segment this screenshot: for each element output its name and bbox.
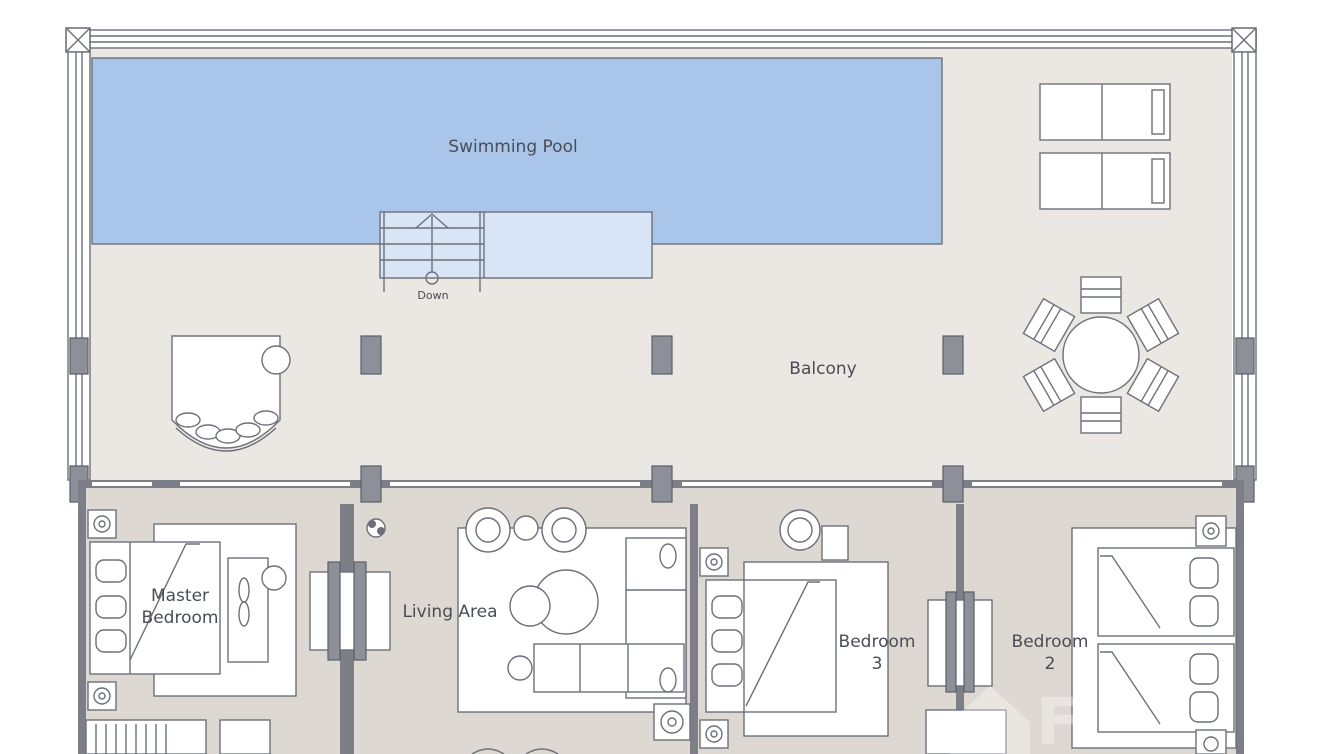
master-bedroom-label-line1: Master <box>151 586 209 606</box>
master-bedroom-label-line2: Bedroom <box>142 608 219 628</box>
nightstand <box>699 719 729 749</box>
bedroom-2-label-line1: Bedroom <box>1012 632 1089 652</box>
nightstand <box>1195 515 1227 547</box>
left-railing <box>67 51 91 503</box>
balcony-column <box>360 335 382 375</box>
coffee-table <box>507 569 599 681</box>
wall <box>78 488 86 754</box>
nightstand <box>1195 729 1227 754</box>
balcony-column <box>942 335 964 375</box>
watermark-logo: F <box>950 686 1080 754</box>
pool-steps <box>379 211 653 292</box>
bedroom-2-bed <box>1071 527 1237 749</box>
dining-chairs-partial <box>471 748 559 754</box>
bedroom-3-bed <box>705 561 889 737</box>
outdoor-daybed <box>171 335 291 452</box>
balcony-column <box>651 335 673 375</box>
plant <box>366 518 386 538</box>
wall <box>1236 488 1244 754</box>
wardrobe <box>85 719 271 754</box>
outdoor-dining-set <box>1022 276 1180 434</box>
nightstand <box>87 681 117 711</box>
nightstand <box>87 509 117 539</box>
bedroom-2-label-line2: 2 <box>1045 654 1056 674</box>
wall <box>690 504 698 754</box>
bedroom-3-label-line1: Bedroom <box>839 632 916 652</box>
side-table <box>653 703 691 741</box>
facade-wall <box>78 465 1244 503</box>
stairs-down-label: Down <box>417 289 448 302</box>
balcony-label: Balcony <box>789 359 856 379</box>
accent-chairs <box>465 507 587 553</box>
living-area-label: Living Area <box>402 602 497 622</box>
desk <box>925 709 1007 754</box>
tv-unit <box>309 561 391 661</box>
sofa <box>533 537 687 699</box>
nightstand <box>699 547 729 577</box>
bedroom-3-label-line2: 3 <box>872 654 883 674</box>
tv-unit <box>927 591 993 693</box>
lounge-chair <box>779 509 849 561</box>
sun-lounger <box>1039 83 1171 141</box>
watermark-text: F <box>1036 686 1080 754</box>
pool-label: Swimming Pool <box>448 137 577 157</box>
top-railing <box>65 27 1257 53</box>
sun-lounger <box>1039 152 1171 210</box>
master-bed <box>89 523 297 697</box>
right-railing <box>1233 51 1257 503</box>
